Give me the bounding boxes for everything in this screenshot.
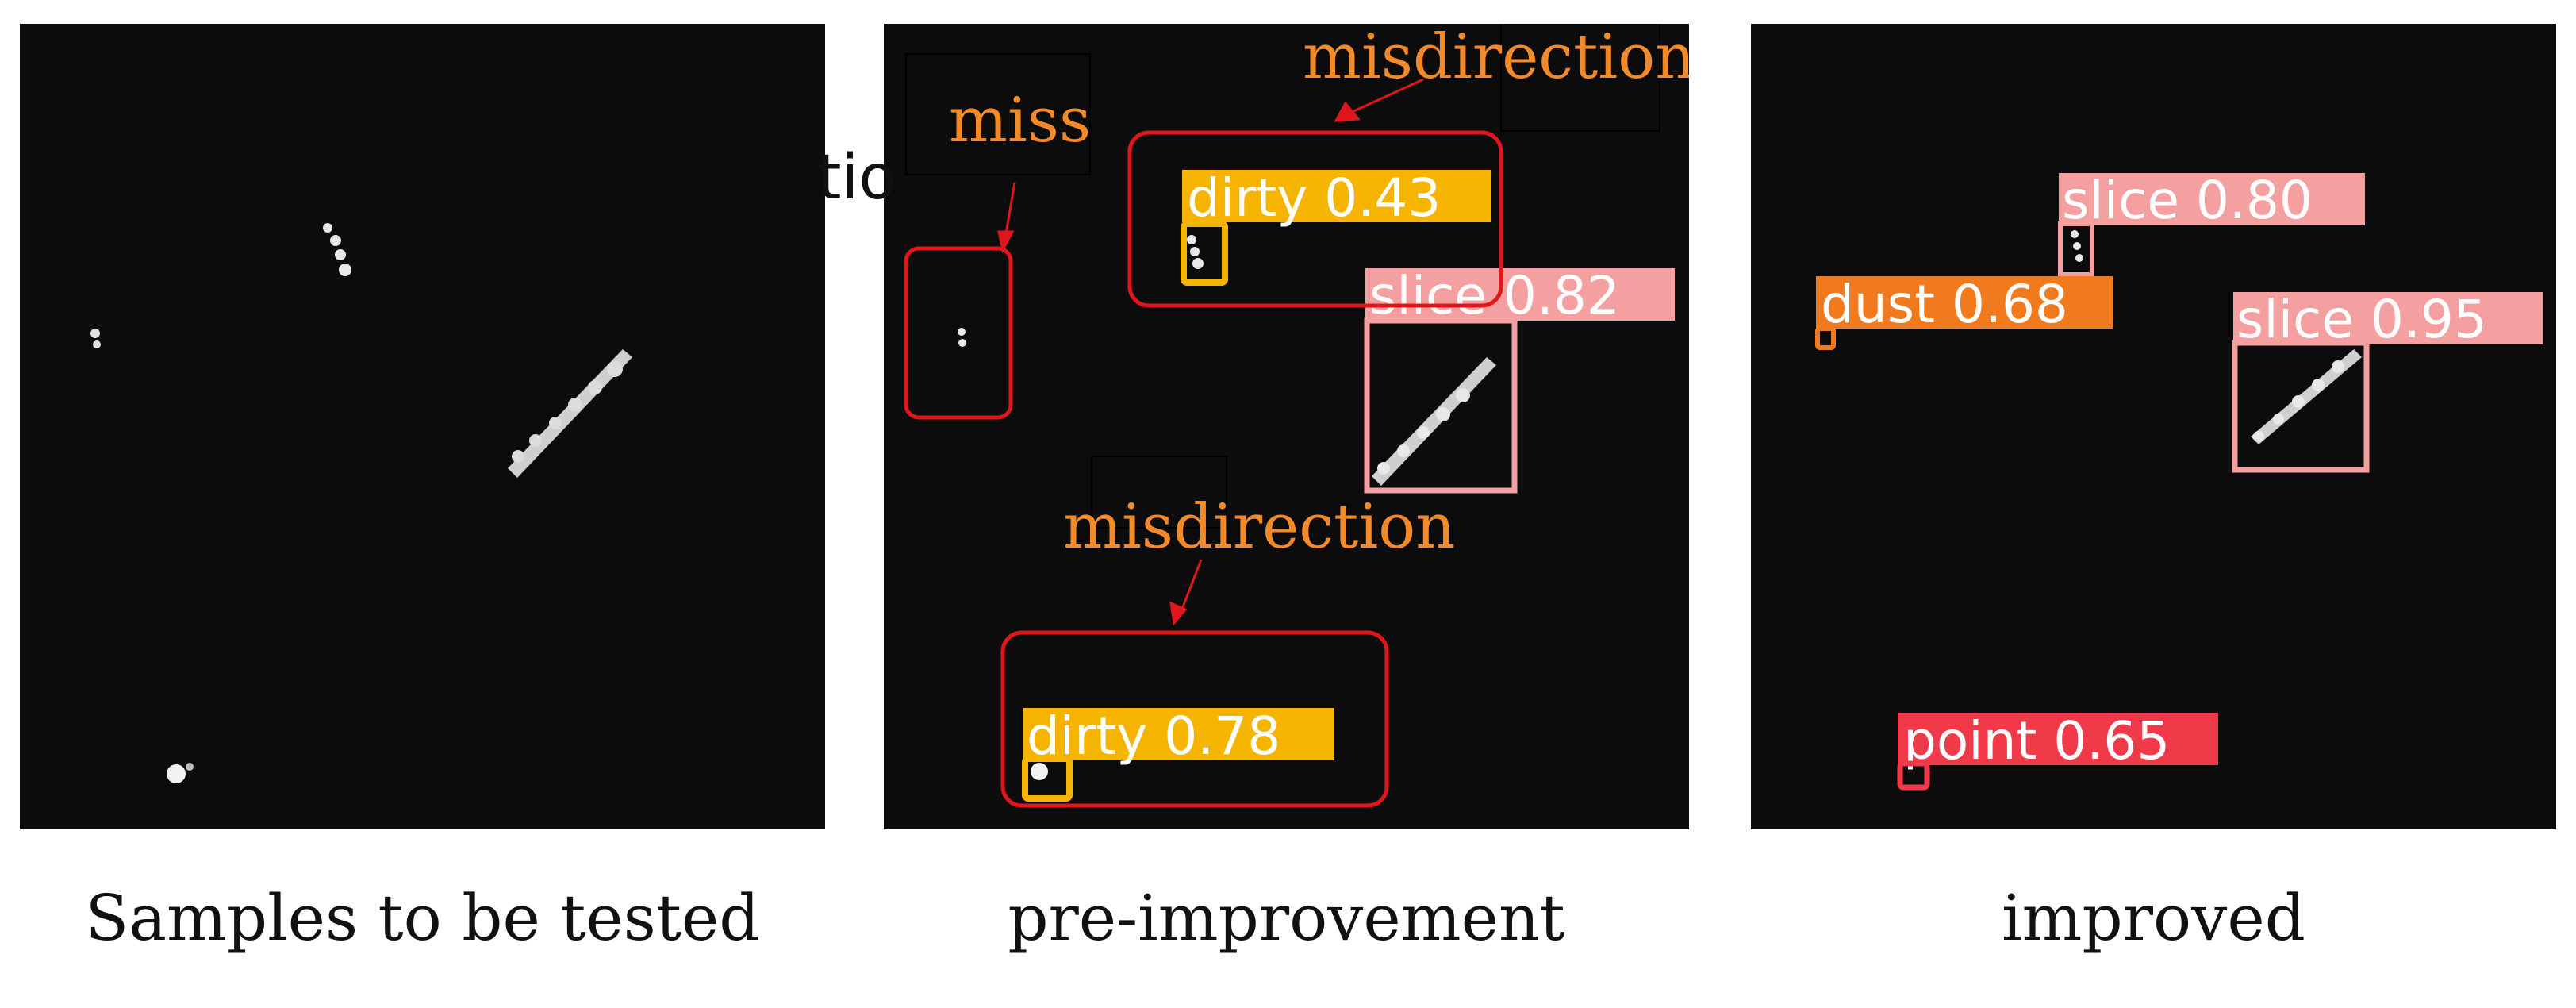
error-box-misdirection-bottom bbox=[1000, 630, 1389, 808]
annotation-miss: miss bbox=[949, 85, 1091, 156]
improved-panel: slice 0.80 dust 0.68 slice 0.95 point 0.… bbox=[1751, 24, 2556, 829]
detection-box bbox=[1815, 326, 1836, 350]
annotation-frame-miss bbox=[905, 53, 1091, 175]
detection-box bbox=[2232, 340, 2370, 473]
detection-label-bg bbox=[1182, 170, 1491, 222]
detection-box bbox=[1022, 756, 1073, 802]
annotation-frame-misdirection-top bbox=[1500, 24, 1660, 132]
detection-label: slice 0.80 bbox=[2062, 170, 2313, 231]
detection-label: slice 0.82 bbox=[1369, 265, 1620, 326]
detection-label-bg bbox=[1816, 276, 2113, 329]
detection-slice-top: slice 0.80 bbox=[2058, 170, 2365, 277]
detection-label-bg bbox=[2059, 173, 2365, 225]
caption-samples: Samples to be tested bbox=[85, 881, 760, 955]
particle-streak bbox=[508, 349, 632, 478]
detection-point: point 0.65 bbox=[1897, 710, 2218, 791]
detection-dust: dust 0.68 bbox=[1815, 274, 2113, 350]
caption-improved: improved bbox=[2002, 881, 2305, 955]
detection-dirty-2: dirty 0.78 bbox=[1022, 706, 1334, 802]
detection-box bbox=[1364, 317, 1518, 494]
improved-particles bbox=[2071, 230, 2362, 444]
pre-improvement-panel: dirty 0.43 slice 0.82 dirty 0.78 miss mi… bbox=[884, 24, 1689, 829]
detection-slice-1: slice 0.82 bbox=[1364, 265, 1675, 494]
annotation-frame-misdirection-bottom bbox=[1091, 456, 1227, 529]
annotation-arrows bbox=[997, 78, 1424, 626]
error-box-miss bbox=[904, 246, 1013, 420]
detection-label-bg bbox=[1023, 708, 1334, 760]
sample-image-panel bbox=[20, 24, 825, 829]
particle-bottom bbox=[167, 763, 194, 783]
pre-particles bbox=[958, 235, 1496, 780]
annotation-misdirection-bottom: misdirection bbox=[1063, 491, 1455, 563]
detection-label: dust 0.68 bbox=[1821, 274, 2068, 335]
detection-label: point 0.65 bbox=[1903, 710, 2170, 771]
detection-box bbox=[1181, 221, 1228, 286]
caption-pre-improvement: pre-improvement bbox=[1008, 881, 1565, 955]
detection-label: dirty 0.43 bbox=[1187, 167, 1441, 229]
particle-left bbox=[90, 329, 101, 348]
annotation-misdirection-top: misdirection bbox=[1303, 24, 1689, 93]
detection-label-bg bbox=[1898, 713, 2218, 765]
detection-box bbox=[1897, 760, 1930, 791]
pre-improvement-image: dirty 0.43 slice 0.82 dirty 0.78 miss mi… bbox=[904, 24, 1689, 808]
detection-slice-right: slice 0.95 bbox=[2232, 289, 2543, 473]
detection-label-bg bbox=[1365, 268, 1675, 321]
detection-label: slice 0.95 bbox=[2236, 289, 2487, 350]
error-box-misdirection-top bbox=[1127, 130, 1503, 308]
detection-dirty-1: dirty 0.43 bbox=[1181, 167, 1491, 286]
improved-image: slice 0.80 dust 0.68 slice 0.95 point 0.… bbox=[1815, 170, 2543, 791]
overlap-text-fragment: tio bbox=[817, 142, 896, 214]
sample-image bbox=[90, 223, 632, 783]
particle-cluster-top bbox=[323, 223, 351, 276]
detection-box bbox=[2058, 221, 2094, 277]
detection-label-bg bbox=[2233, 292, 2543, 344]
